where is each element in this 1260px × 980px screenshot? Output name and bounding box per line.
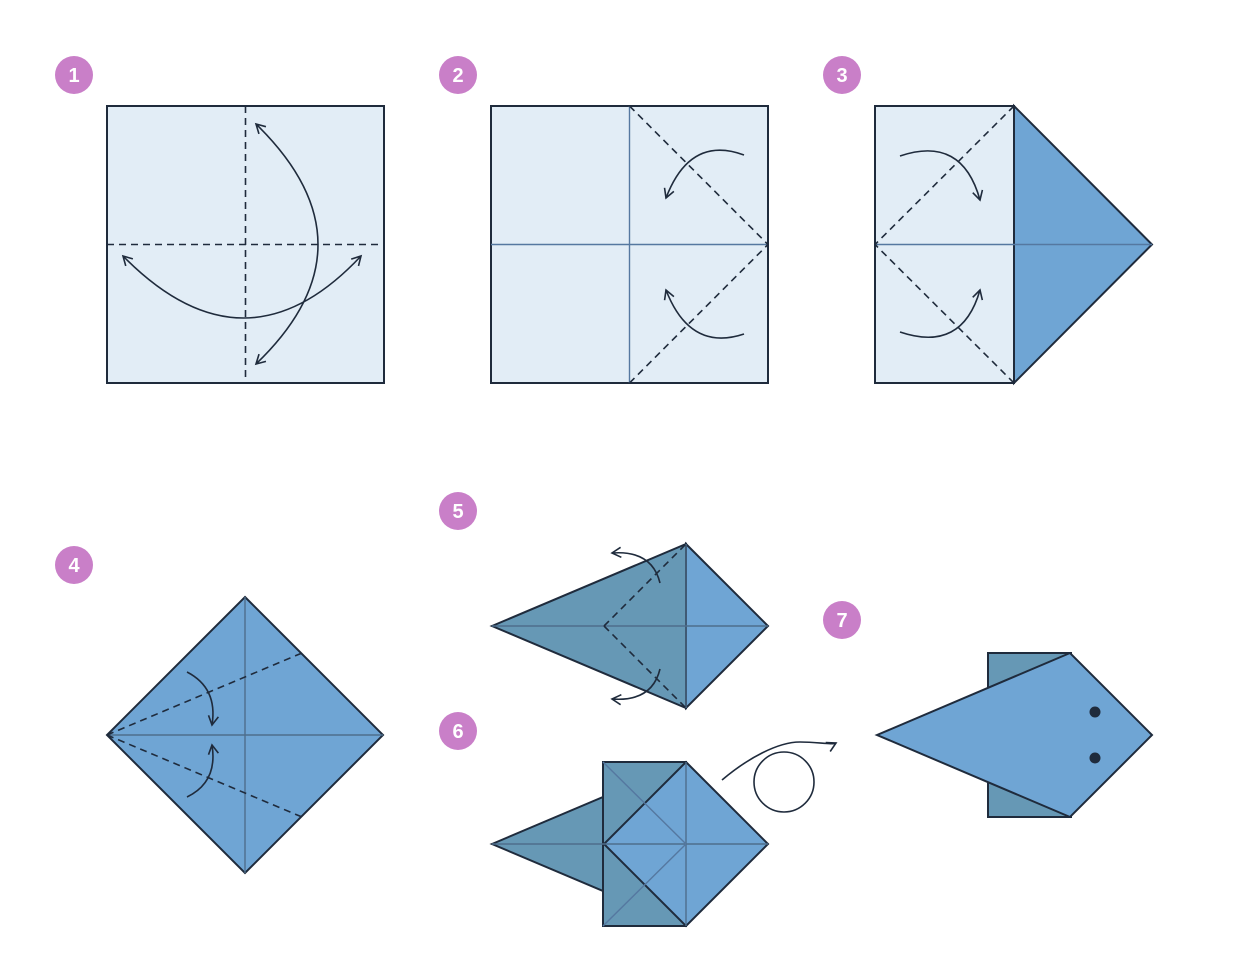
step-1-vertical-fold-arrow xyxy=(254,122,319,366)
step-5-figure xyxy=(489,541,770,711)
step-2-bottom-fold-arrow xyxy=(663,288,745,339)
step-3-top-diagonal-fold-line xyxy=(874,105,1015,246)
step-2-top-diagonal-fold-line xyxy=(628,105,769,246)
step-3-figure xyxy=(874,103,1154,386)
step-4-figure xyxy=(105,595,385,875)
step-number-6: 6 xyxy=(452,721,463,743)
step-number-4: 4 xyxy=(68,555,80,577)
step-4-bottom-fold-arrow xyxy=(186,743,220,798)
step-badge-4: 4 xyxy=(55,546,93,584)
step-2-figure xyxy=(490,105,769,384)
step-2-top-fold-arrow xyxy=(663,149,745,200)
step-1-figure xyxy=(106,105,385,384)
step-badge-2: 2 xyxy=(439,56,477,94)
step-badge-7: 7 xyxy=(823,601,861,639)
step-2-bottom-diagonal-fold-line xyxy=(628,243,769,384)
step-7-figure xyxy=(874,651,1154,819)
step-number-3: 3 xyxy=(836,65,847,87)
step-badge-5: 5 xyxy=(439,492,477,530)
step-5-top-fold-line xyxy=(603,543,687,627)
step-5-bottom-fold-arrow xyxy=(610,668,661,706)
step-number-5: 5 xyxy=(452,501,463,523)
step-4-top-fold-arrow xyxy=(186,671,220,727)
step-6-turn-over-loop xyxy=(753,751,815,813)
step-6-fin-top-edge xyxy=(602,761,687,845)
step-5-top-fold-arrow xyxy=(610,546,661,584)
step-5-bottom-fold-line xyxy=(603,625,687,709)
step-badge-3: 3 xyxy=(823,56,861,94)
step-6-turn-over-arrow xyxy=(721,741,838,781)
step-badge-6: 6 xyxy=(439,712,477,750)
step-3-bottom-diagonal-fold-line xyxy=(874,243,1015,384)
step-7-bottom-eye xyxy=(1089,752,1101,764)
step-7-top-eye xyxy=(1089,706,1101,718)
step-number-2: 2 xyxy=(452,65,463,87)
step-3-bottom-fold-arrow xyxy=(899,288,984,339)
step-number-7: 7 xyxy=(836,610,847,632)
step-number-1: 1 xyxy=(68,65,79,87)
step-7-fish-body xyxy=(874,651,1154,819)
step-1-horizontal-fold-arrow xyxy=(121,254,363,319)
step-badge-1: 1 xyxy=(55,56,93,94)
step-6-figure xyxy=(489,741,838,928)
step-6-fin-bottom-edge xyxy=(602,843,687,927)
step-3-top-fold-arrow xyxy=(899,150,984,202)
